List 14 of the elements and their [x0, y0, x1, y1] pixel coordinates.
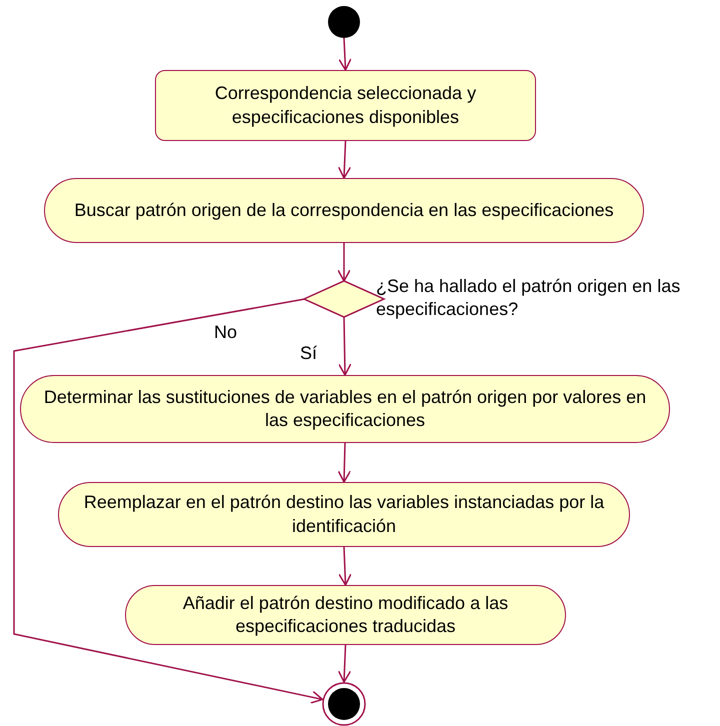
arrow — [338, 546, 352, 586]
arrow — [13, 298, 324, 704]
arrow — [337, 243, 351, 282]
condition-text: ¿Se ha hallado el patrón origen en las especificaciones? — [376, 275, 682, 322]
action-node: Reemplazar en el patrón destino las variables instanciadas por la identificación — [58, 482, 630, 547]
arrow — [338, 442, 352, 483]
arrow — [338, 140, 352, 179]
action-node: Determinar las sustituciones de variables en el patrón origen por valores en las especificaciones — [20, 375, 670, 443]
action-node: Buscar patrón origen de la correspondencia en las especificaciones — [44, 178, 644, 243]
arrow — [338, 38, 352, 71]
action-node: Añadir el patrón destino modificado a las especificaciones traducidas — [125, 585, 566, 645]
arrow — [338, 644, 352, 683]
arrow — [338, 316, 352, 376]
action-node: Correspondencia seleccionada y especificaciones disponibles — [155, 70, 536, 141]
